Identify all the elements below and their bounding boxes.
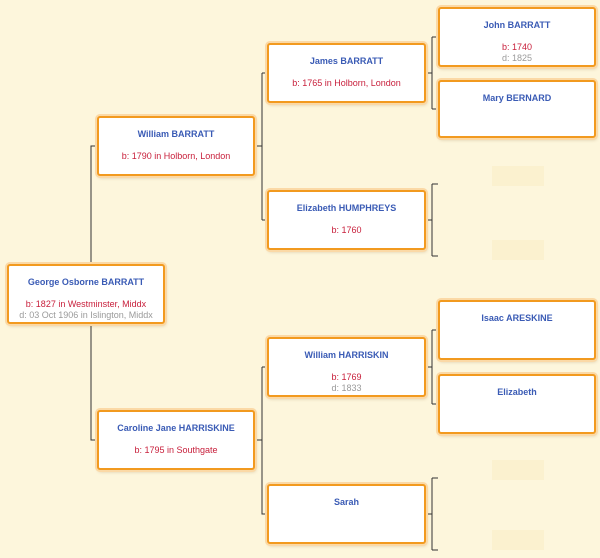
connector-william-barratt (255, 72, 267, 221)
person-caroline-jane-harriskine[interactable]: Caroline Jane HARRISKINE b: 1795 in Sout… (97, 410, 255, 470)
person-sarah[interactable]: Sarah (267, 484, 426, 544)
connector-sarah (426, 477, 438, 551)
person-mary-bernard[interactable]: Mary BERNARD (438, 80, 596, 138)
connector-james (426, 36, 438, 110)
person-name: Isaac ARESKINE (481, 313, 553, 323)
person-elizabeth[interactable]: Elizabeth (438, 374, 596, 434)
unknown-ancestor-placeholder (492, 240, 544, 260)
connector-william-harriskin (426, 329, 438, 405)
unknown-ancestor-placeholder (492, 460, 544, 480)
birth-info: b: 1769 (331, 372, 362, 382)
person-name: John BARRATT (483, 20, 551, 30)
person-name: George Osborne BARRATT (27, 277, 145, 287)
person-name: Caroline Jane HARRISKINE (117, 423, 235, 433)
person-james-barratt[interactable]: James BARRATT b: 1765 in Holborn, London (267, 43, 426, 103)
person-elizabeth-humphreys[interactable]: Elizabeth HUMPHREYS b: 1760 (267, 190, 426, 250)
birth-info: b: 1740 (501, 42, 533, 52)
death-info: d: 03 Oct 1906 in Islington, Middx (19, 310, 153, 320)
person-name: Sarah (333, 497, 359, 507)
birth-info: b: 1790 in Holborn, London (121, 151, 231, 161)
death-info: d: 1833 (331, 383, 362, 393)
person-isaac-areskine[interactable]: Isaac ARESKINE (438, 300, 596, 360)
person-name: William BARRATT (137, 129, 215, 139)
birth-info: b: 1765 in Holborn, London (292, 78, 401, 88)
person-george-osborne-barratt[interactable]: George Osborne BARRATT b: 1827 in Westmi… (7, 264, 165, 324)
person-john-barratt[interactable]: John BARRATT b: 1740 d: 1825 (438, 7, 596, 67)
connector-caroline (255, 366, 267, 515)
connector-elizabeth-humphreys (426, 183, 438, 257)
person-name: Mary BERNARD (482, 93, 552, 103)
unknown-ancestor-placeholder (492, 530, 544, 550)
connector-george (90, 145, 97, 441)
birth-info: b: 1795 in Southgate (134, 445, 218, 455)
person-name: William HARRISKIN (304, 350, 389, 360)
birth-info: b: 1827 in Westminster, Middx (25, 299, 147, 309)
birth-info: b: 1760 (331, 225, 362, 235)
person-william-barratt[interactable]: William BARRATT b: 1790 in Holborn, Lond… (97, 116, 255, 176)
death-info: d: 1825 (501, 53, 533, 63)
person-name: Elizabeth (497, 387, 537, 397)
person-william-harriskin[interactable]: William HARRISKIN b: 1769 d: 1833 (267, 337, 426, 397)
person-name: James BARRATT (309, 56, 384, 66)
unknown-ancestor-placeholder (492, 166, 544, 186)
person-name: Elizabeth HUMPHREYS (296, 203, 397, 213)
